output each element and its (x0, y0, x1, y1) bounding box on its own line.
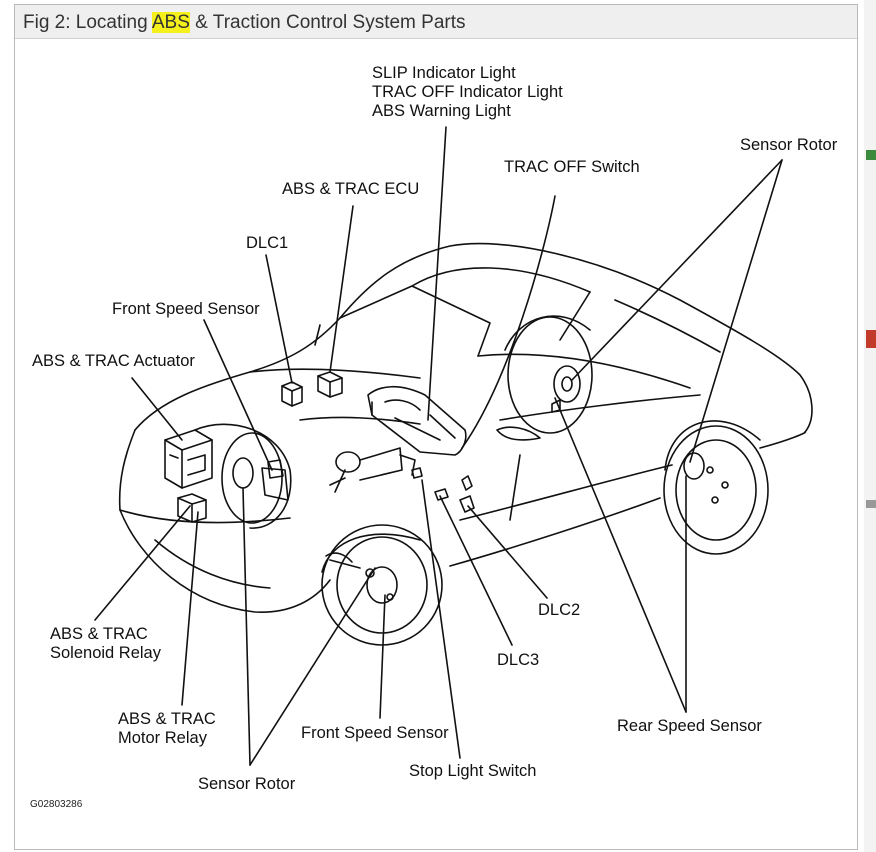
solenoid-relay-part (177, 493, 207, 523)
label-abs-trac-actuator: ABS & TRAC Actuator (32, 352, 195, 370)
dashboard-combination-meter (367, 385, 467, 456)
brake-booster-part (329, 447, 416, 493)
label-trac-off-indicator-light: TRAC OFF Indicator Light (372, 83, 563, 101)
label-sensor-rotor-rear: Sensor Rotor (740, 136, 838, 154)
abs-trac-actuator-part (164, 429, 213, 489)
label-dlc3: DLC3 (497, 651, 540, 669)
label-trac-off-switch: TRAC OFF Switch (504, 158, 640, 176)
rear-right-wheel (663, 420, 769, 555)
dlc-small-parts (411, 467, 475, 513)
label-motor-relay-line2: Motor Relay (118, 729, 207, 747)
title-highlight: ABS (151, 12, 190, 33)
edge-mark (866, 150, 876, 160)
title-suffix: & Traction Control System Parts (189, 12, 466, 33)
title-prefix: Fig 2: Locating (23, 12, 152, 33)
edge-mark (866, 500, 876, 508)
ecu-part (317, 371, 343, 398)
label-abs-warning-light: ABS Warning Light (372, 102, 511, 120)
label-sensor-rotor-front: Sensor Rotor (198, 775, 296, 793)
label-stop-light-switch: Stop Light Switch (409, 762, 537, 780)
label-slip-indicator-light: SLIP Indicator Light (372, 64, 516, 82)
label-motor-relay-line1: ABS & TRAC (118, 710, 216, 728)
label-dlc1: DLC1 (246, 234, 289, 252)
label-solenoid-relay-line2: Solenoid Relay (50, 644, 161, 662)
front-right-wheel (321, 524, 443, 646)
label-front-speed-sensor-bottom: Front Speed Sensor (301, 724, 449, 742)
leader-lines (94, 126, 783, 766)
dlc1-part (281, 381, 303, 407)
label-abs-trac-ecu: ABS & TRAC ECU (282, 180, 420, 198)
rear-left-wheel (504, 315, 593, 434)
edge-mark (866, 330, 876, 348)
label-rear-speed-sensor: Rear Speed Sensor (617, 717, 762, 735)
car-body-outline (118, 242, 813, 613)
figure-code: G02803286 (30, 799, 83, 810)
figure-title: Fig 2: Locating ABS & Traction Control S… (23, 12, 466, 34)
label-front-speed-sensor-top: Front Speed Sensor (112, 300, 260, 318)
window-scroll-edge (864, 0, 876, 852)
figure-frame: Fig 2: Locating ABS & Traction Control S… (14, 4, 858, 850)
label-solenoid-relay-line1: ABS & TRAC (50, 625, 148, 643)
front-left-wheel (194, 423, 292, 529)
label-dlc2: DLC2 (538, 601, 581, 619)
figure-title-bar: Fig 2: Locating ABS & Traction Control S… (15, 5, 857, 39)
